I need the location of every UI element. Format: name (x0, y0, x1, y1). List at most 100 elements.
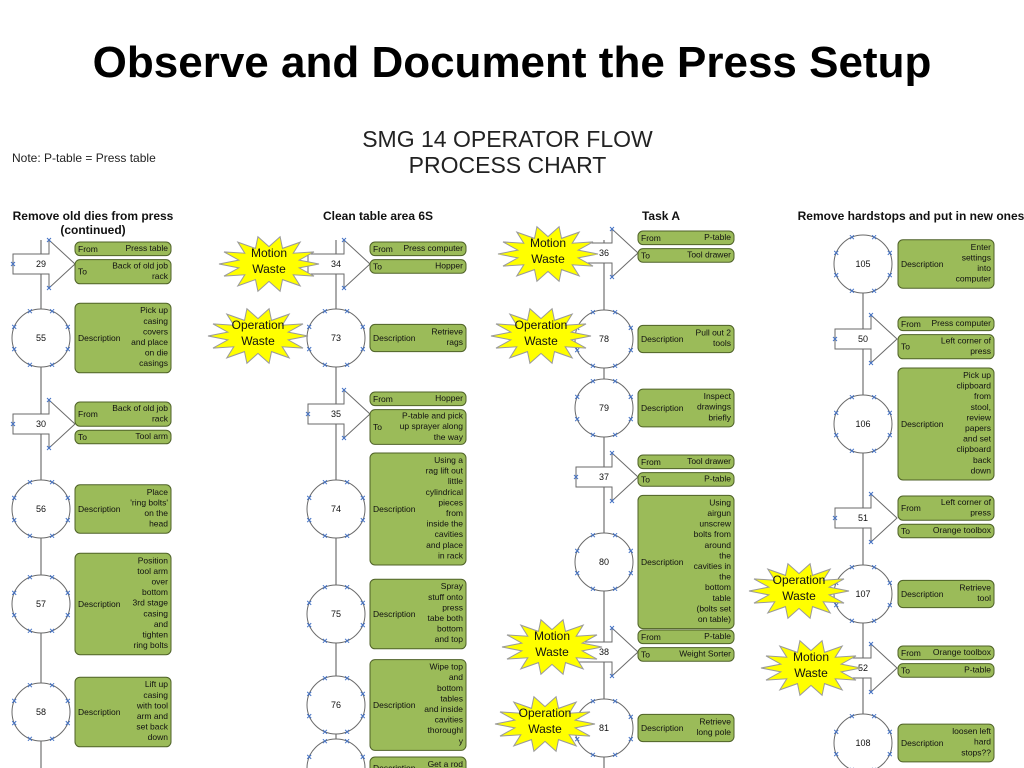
description-value: bolts from (694, 529, 731, 539)
description-label: Description (901, 738, 944, 748)
description-value: casing (143, 690, 168, 700)
waste-label: Motion (793, 650, 829, 664)
connector-tick (360, 495, 366, 501)
connector-tick (344, 362, 350, 368)
connector-tick (306, 324, 312, 330)
step-number: 106 (855, 419, 870, 429)
step-number: 35 (331, 409, 341, 419)
transport-arrow (575, 451, 639, 503)
connector-tick (628, 714, 634, 720)
connector-tick (628, 325, 634, 331)
waste-label: Waste (531, 252, 565, 266)
description-value: set back (136, 722, 168, 732)
to-value: Left corner of (941, 336, 992, 346)
description-box (74, 484, 172, 534)
connector-tick (322, 479, 328, 485)
connector-tick (49, 682, 55, 688)
to-value: Tool arm (135, 431, 168, 441)
connector-tick (590, 432, 596, 438)
description-value: stool, (971, 402, 991, 412)
description-value: 3rd stage (133, 598, 169, 608)
description-value: tighten (142, 630, 168, 640)
description-value: drawings (697, 402, 731, 412)
connector-tick (849, 394, 855, 400)
connector-tick (612, 432, 618, 438)
connector-tick (612, 698, 618, 704)
description-value: in rack (438, 550, 464, 560)
description-box (369, 578, 467, 650)
connector-tick (887, 250, 893, 256)
description-value: cavities (435, 715, 463, 725)
connector-tick (49, 308, 55, 314)
description-value: covers (143, 326, 168, 336)
from-value: Press table (125, 243, 168, 253)
to-box (897, 663, 995, 678)
step-number: 79 (599, 403, 609, 413)
description-value: bottom (437, 683, 463, 693)
description-label: Description (641, 334, 684, 344)
from-label: From (641, 233, 661, 243)
description-value: Place (147, 487, 169, 497)
from-value: Press computer (403, 243, 463, 253)
connector-tick (11, 612, 17, 618)
to-box (74, 429, 172, 445)
flow-column: Remove old dies from press(continued)29F… (10, 209, 174, 768)
connector-tick (833, 410, 839, 416)
connector-tick (833, 751, 839, 757)
connector-tick (868, 491, 874, 497)
step-number: 81 (599, 723, 609, 733)
connector-tick (360, 754, 366, 760)
connector-tick (628, 347, 634, 353)
connector-tick (49, 362, 55, 368)
description-label: Description (373, 333, 416, 343)
connector-tick (612, 586, 618, 592)
description-value: Position (138, 555, 169, 565)
description-box (74, 552, 172, 656)
to-box (897, 523, 995, 539)
step-number: 56 (36, 504, 46, 514)
connector-tick (65, 495, 71, 501)
connector-tick (871, 448, 877, 454)
to-value: Orange toolbox (933, 525, 992, 535)
step-number: 58 (36, 707, 46, 717)
description-value: stops?? (961, 747, 991, 757)
operation-circle (11, 574, 71, 634)
description-value: tool arm (137, 566, 168, 576)
description-value: bottom (437, 624, 463, 634)
description-value: computer (956, 274, 992, 284)
step-number: 73 (331, 333, 341, 343)
description-label: Description (641, 557, 684, 567)
to-value: Tool drawer (687, 250, 731, 260)
starburst-shape (748, 562, 850, 620)
connector-tick (10, 261, 16, 267)
connector-tick (590, 363, 596, 369)
connector-tick (628, 394, 634, 400)
operation-circle (574, 378, 634, 438)
description-value: rag lift out (426, 466, 464, 476)
waste-label: Motion (530, 236, 566, 250)
connector-tick (49, 533, 55, 539)
connector-tick (574, 570, 580, 576)
waste-label: Operation (773, 573, 826, 587)
connector-tick (306, 517, 312, 523)
operation-circle (11, 682, 71, 742)
description-value: unscrew (699, 519, 732, 529)
transport-arrow (834, 492, 898, 544)
step-number: 51 (858, 513, 868, 523)
connector-tick (609, 226, 615, 232)
description-value: little (448, 476, 463, 486)
description-value: Spray (441, 581, 464, 591)
connector-tick (322, 729, 328, 735)
connector-tick (322, 308, 328, 314)
column-heading: Task A (642, 209, 680, 223)
from-box (897, 495, 995, 521)
connector-tick (849, 448, 855, 454)
from-label: From (78, 244, 98, 254)
